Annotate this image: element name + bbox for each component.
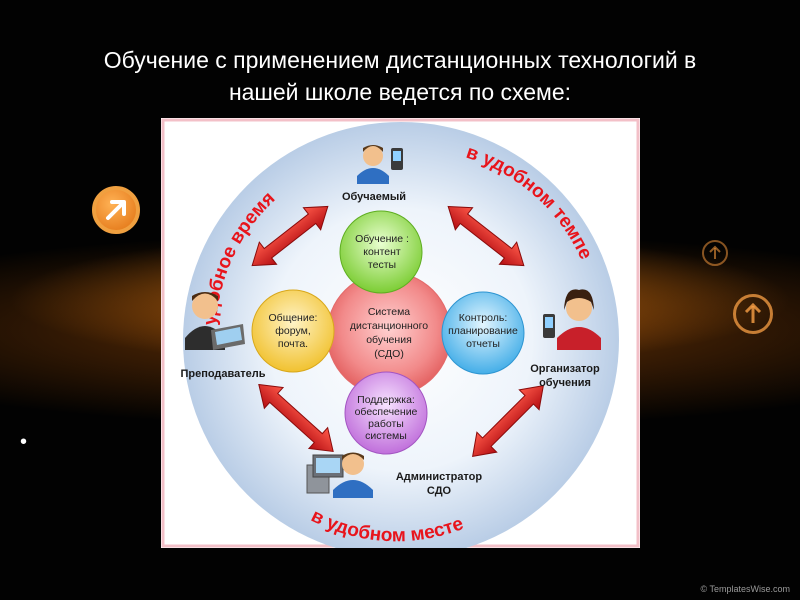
- bullet-point: •: [20, 431, 28, 453]
- arrow-up-icon: [702, 240, 728, 266]
- student-figure-icon: [357, 145, 403, 184]
- role-label-organizer-line-2: обучения: [539, 377, 591, 389]
- bottom-circle-text-line-1: Поддержка:: [357, 394, 415, 406]
- arrow-up-icon: [733, 294, 773, 334]
- center-text-line-4: (СДО): [374, 348, 404, 360]
- role-label-student: Обучаемый: [342, 191, 406, 203]
- role-label-organizer-line-1: Организатор: [530, 363, 600, 375]
- circle-right: [441, 291, 525, 375]
- bottom-circle-text-line-3: работы: [368, 418, 404, 430]
- admin-figure-icon: [306, 452, 373, 498]
- center-text-line-1: Система: [368, 306, 410, 318]
- teacher-figure-icon: [185, 292, 245, 350]
- role-label-admin-line-1: Администратор: [396, 471, 483, 483]
- arrow-top-right: [447, 205, 525, 267]
- right-circle-text-line-2: планирование: [448, 325, 518, 337]
- arrow-up-right-icon[interactable]: [92, 186, 140, 234]
- arrow-top-left: [251, 205, 329, 267]
- left-circle-text-line-2: форум,: [275, 325, 310, 337]
- left-circle-text-line-3: почта.: [278, 338, 308, 350]
- organizer-figure-icon: [543, 289, 601, 350]
- center-text-line-3: обучения: [366, 334, 412, 346]
- top-circle-text-line-1: Обучение :: [355, 233, 409, 245]
- slide-title-line-1: Обучение с применением дистанционных тех…: [103, 47, 697, 73]
- circle-bottom: [344, 371, 428, 455]
- arrow-bottom-right: [472, 385, 544, 457]
- left-circle-text-line-1: Общение:: [269, 312, 318, 324]
- watermark: © TemplatesWise.com: [700, 584, 791, 594]
- right-circle-text-line-3: отчеты: [466, 338, 500, 350]
- sdo-scheme-diagram: в удобное время в удобном темпе в удобно…: [161, 118, 640, 548]
- slide-title-line-2: нашей школе ведется по схеме:: [228, 79, 572, 105]
- top-circle-text-line-3: тесты: [368, 259, 396, 271]
- top-circle-text-line-2: контент: [363, 246, 401, 258]
- bottom-circle-text-line-4: системы: [365, 430, 407, 442]
- slide-title: Обучение с применением дистанционных тех…: [40, 44, 760, 108]
- right-circle-text-line-1: Контроль:: [459, 312, 508, 324]
- center-text-line-2: дистанционного: [350, 320, 428, 332]
- bottom-circle-text-line-2: обеспечение: [355, 406, 418, 418]
- role-label-teacher: Преподаватель: [180, 368, 265, 380]
- circle-left: [251, 289, 335, 373]
- arrow-bottom-left: [258, 383, 334, 453]
- role-label-admin-line-2: СДО: [427, 485, 452, 497]
- circle-top: [339, 210, 423, 294]
